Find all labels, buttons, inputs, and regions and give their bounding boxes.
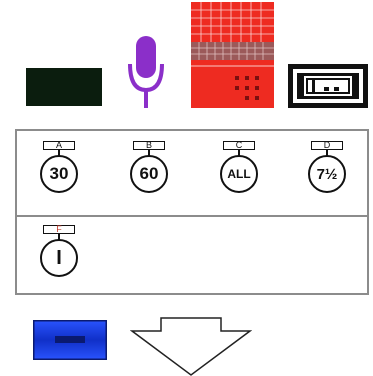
dial-needle (148, 149, 150, 159)
dial-tag: C (223, 141, 255, 150)
dial-tag: D (311, 141, 343, 150)
dark-display-icon (26, 68, 102, 106)
dial-tag: F (43, 225, 75, 234)
dial-value: 7½ (308, 155, 346, 193)
dial-tag: A (43, 141, 75, 150)
blue-pad-icon (33, 320, 107, 360)
dial-needle (238, 149, 240, 159)
dial-b[interactable]: B 60 (129, 141, 173, 201)
dial-value: ALL (220, 155, 258, 193)
dial-d[interactable]: D 7½ (307, 141, 351, 201)
dial-a[interactable]: A 30 (39, 141, 83, 201)
dial-c[interactable]: C ALL (219, 141, 263, 201)
dial-needle (58, 149, 60, 159)
calculator-icon (191, 2, 274, 108)
dial-value: 30 (40, 155, 78, 193)
down-arrow-icon (130, 317, 252, 376)
dial-value: 60 (130, 155, 168, 193)
dial-value: I (40, 239, 78, 277)
dial-needle (58, 233, 60, 243)
level-indicator-icon (288, 64, 368, 108)
dial-panel: A 30 B 60 C ALL D 7½ F I (15, 129, 369, 295)
dial-tag: B (133, 141, 165, 150)
microphone-icon (128, 36, 164, 108)
panel-divider (17, 215, 367, 217)
dial-f[interactable]: F I (39, 225, 83, 285)
dial-needle (326, 149, 328, 159)
